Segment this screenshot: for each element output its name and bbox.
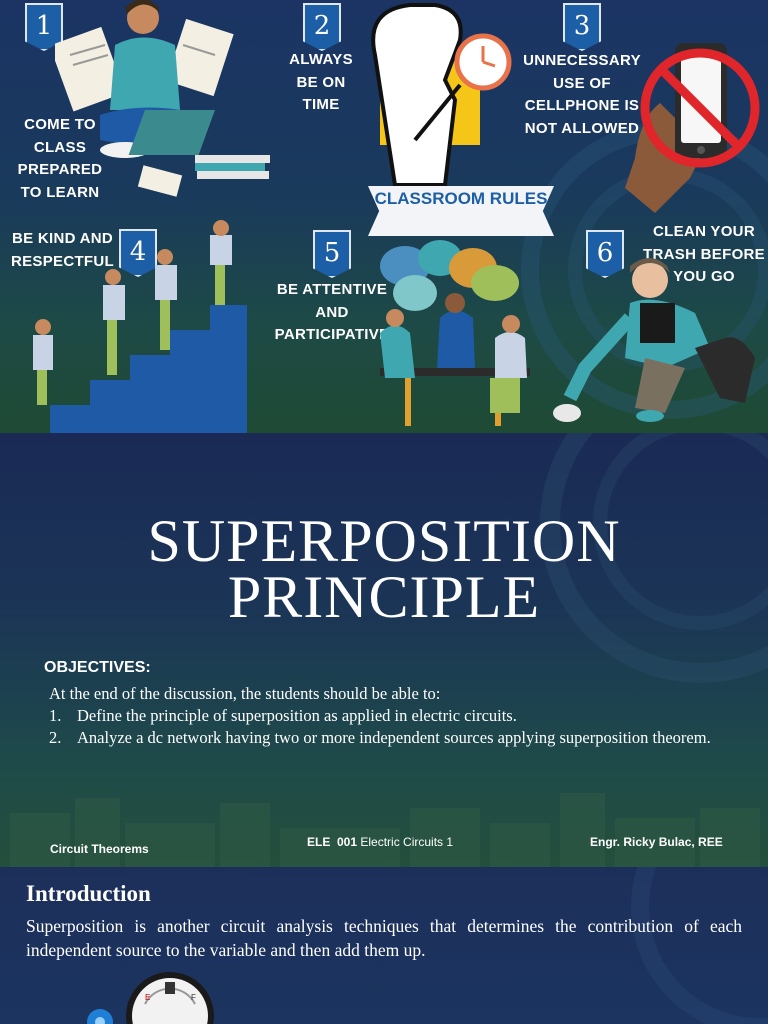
person-picking-trash-illustration — [553, 258, 755, 422]
objectives-body: At the end of the discussion, the studen… — [49, 683, 721, 749]
background-seal-graphic — [540, 433, 768, 683]
rule-6-text: CLEAN YOUR TRASH BEFORE YOU GO — [643, 223, 765, 285]
introduction-title: Introduction — [26, 881, 151, 906]
background-seal-graphic — [631, 867, 768, 1024]
footer-course-code: ELE 001 — [307, 835, 358, 849]
classroom-rules-ribbon: CLASSROOM RULES — [368, 186, 554, 236]
rule-4-badge: 4 — [119, 229, 157, 277]
title-line-2: PRINCIPLE — [227, 564, 541, 630]
rule-4-text: BE KIND AND RESPECTFUL — [10, 230, 114, 270]
rule-2-text: ALWAYS BE ON TIME — [289, 51, 353, 113]
svg-text:F: F — [191, 993, 196, 1002]
objective-item: 2. Analyze a dc network having two or mo… — [49, 727, 721, 749]
footer-instructor: Engr. Ricky Bulac, REE — [590, 835, 723, 849]
objective-number: 2. — [49, 728, 62, 747]
introduction-slide: Introduction Superposition is another ci… — [0, 867, 768, 1024]
rule-1-text: COME TO CLASS PREPARED TO LEARN — [17, 116, 103, 201]
svg-text:E: E — [145, 993, 150, 1002]
campus-buildings-silhouette — [10, 793, 760, 867]
rule-3-text: UNNECESSARY USE OF CELLPHONE IS NOT ALLO… — [523, 52, 641, 137]
gauge-icon: E F — [87, 972, 214, 1024]
footer-course: ELE 001 Electric Circuits 1 — [307, 835, 453, 849]
classroom-rules-slide: 1 COME TO CLASS PREPARED TO LEARN 2 ALWA… — [0, 0, 768, 433]
objectives-intro: At the end of the discussion, the studen… — [49, 684, 441, 703]
rule-2-badge: 2 — [303, 3, 341, 51]
rule-5-badge: 5 — [313, 230, 351, 278]
student-studying-illustration — [55, 0, 270, 197]
footer-course-name: Electric Circuits 1 — [360, 835, 454, 849]
rule-6-badge: 6 — [586, 230, 624, 278]
objective-text: Analyze a dc network having two or more … — [77, 728, 711, 747]
classroom-rules-title: CLASSROOM RULES — [374, 189, 548, 208]
no-cellphone-icon — [625, 43, 760, 213]
rule-3-badge: 3 — [563, 3, 601, 51]
people-climbing-stairs-illustration — [33, 220, 247, 433]
title-line-1: SUPERPOSITION — [147, 508, 621, 574]
objective-item: 1. Define the principle of superposition… — [49, 705, 721, 727]
rule-5-text: BE ATTENTIVE AND PARTICIPATIVE — [274, 281, 390, 343]
footer-topic: Circuit Theorems — [50, 842, 149, 856]
hand-pointing-clock-illustration — [371, 3, 512, 187]
rule-1-badge: 1 — [25, 3, 63, 51]
introduction-body: Superposition is another circuit analysi… — [26, 916, 742, 960]
group-discussion-illustration — [380, 240, 530, 426]
objective-number: 1. — [49, 706, 62, 725]
objective-text: Define the principle of superposition as… — [77, 706, 517, 725]
superposition-title-slide: SUPERPOSITION PRINCIPLE OBJECTIVES: At t… — [0, 433, 768, 867]
objectives-heading: OBJECTIVES: — [44, 659, 151, 676]
